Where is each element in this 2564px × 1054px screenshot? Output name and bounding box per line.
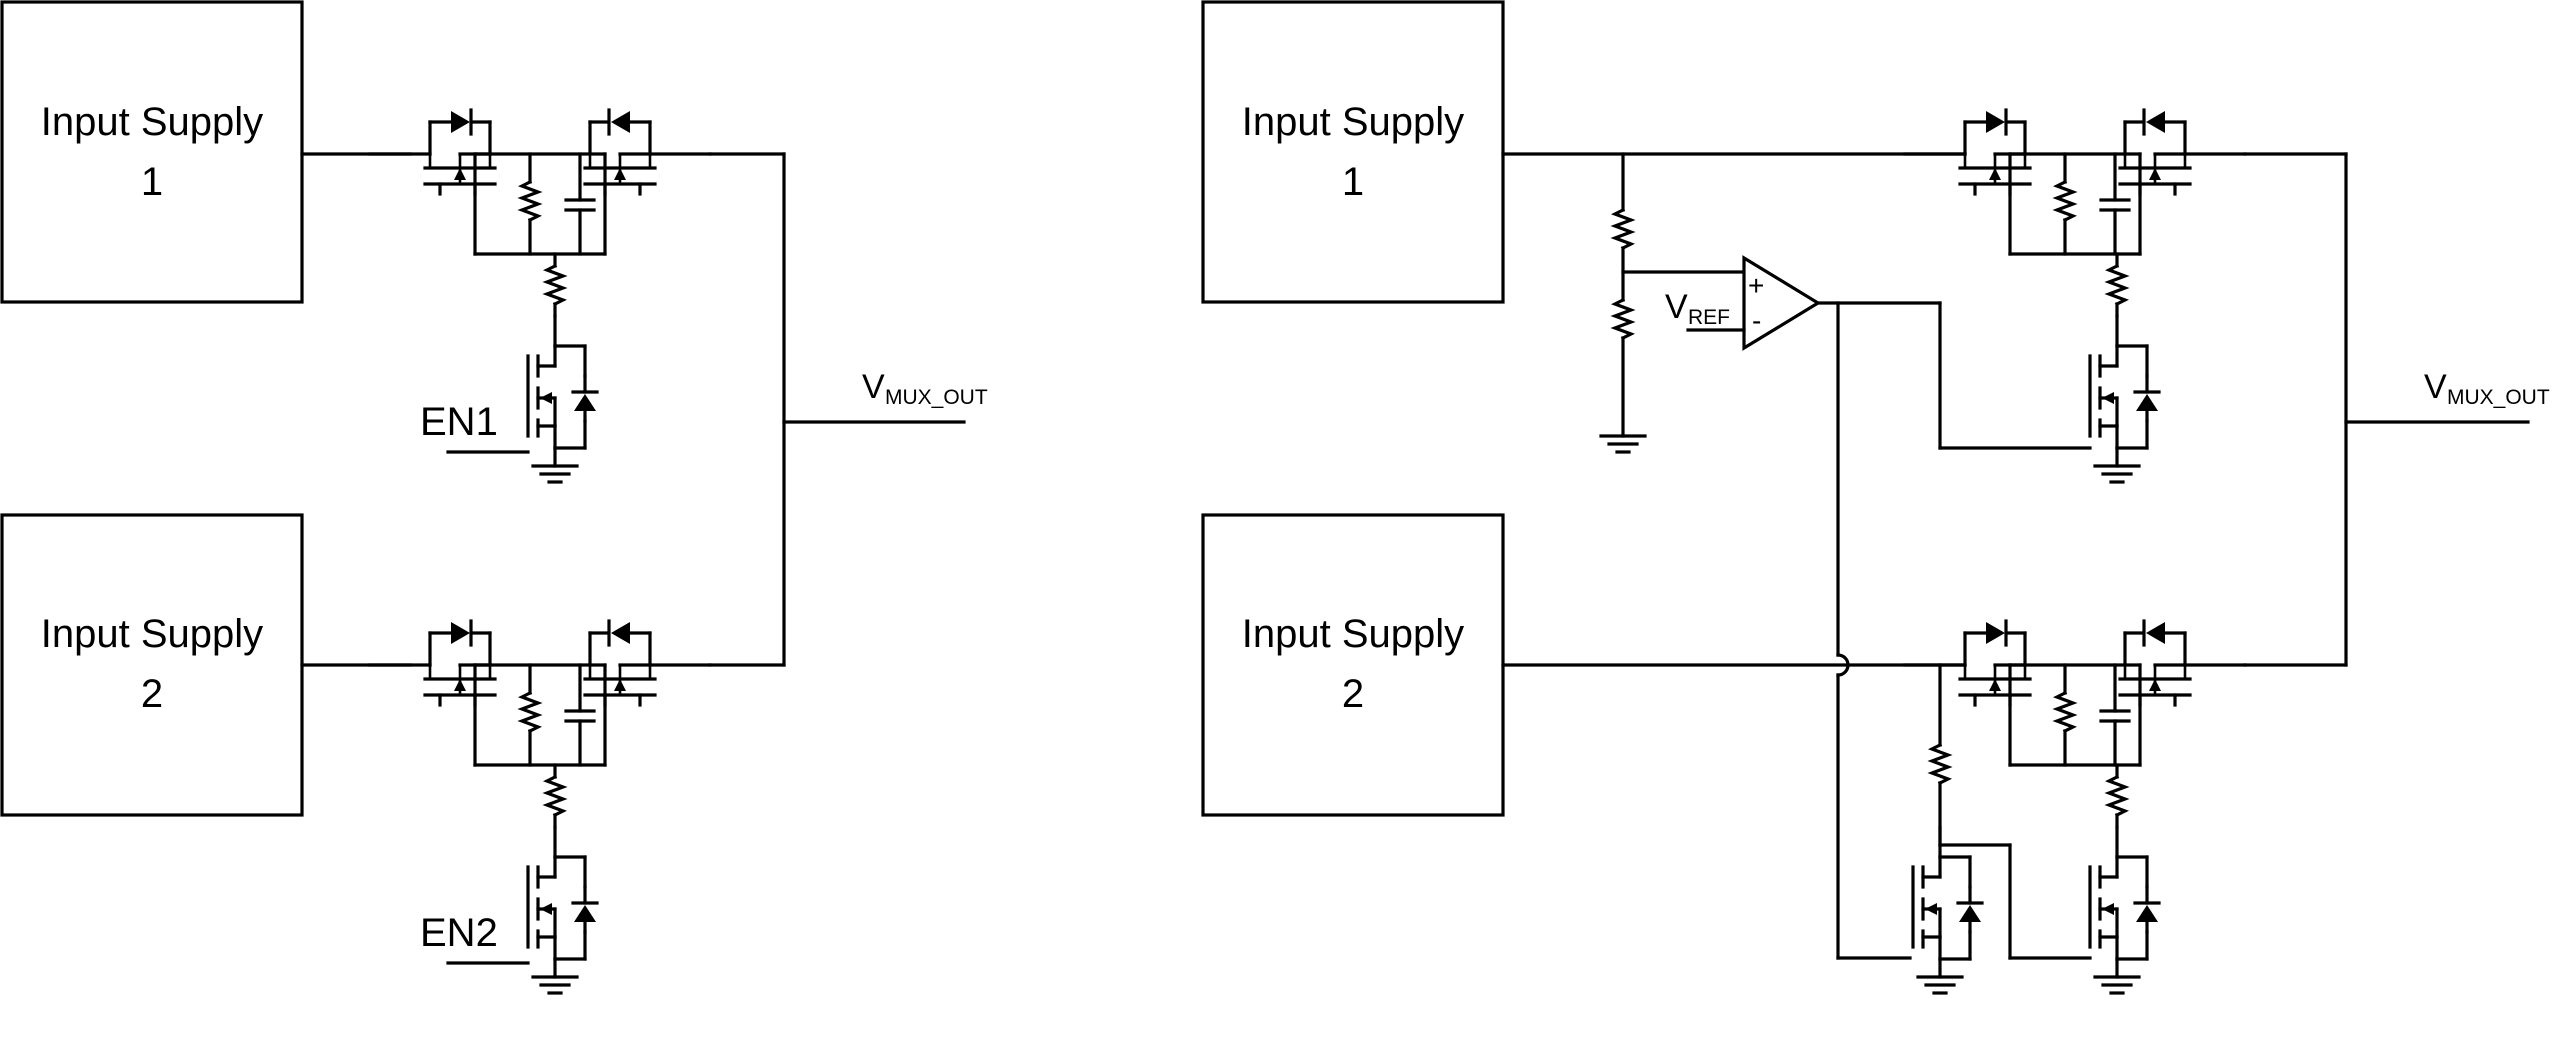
vmux-out-left-subscript: MUX_OUT — [885, 386, 988, 409]
vref-label: V — [1665, 288, 1688, 326]
comparator-minus: - — [1752, 305, 1761, 336]
input-supply-1-number-right: 1 — [1342, 160, 1364, 204]
right-circuit: Input Supply 1 Input Supply 2 + - V REF — [1201, 0, 2550, 995]
input-supply-1-box — [0, 0, 304, 304]
switch-pair-1-right — [1903, 108, 2247, 256]
input-supply-1-box-right — [1201, 0, 1505, 304]
vmux-out-right-label: V — [2424, 368, 2447, 406]
vmux-out-left-label: V — [862, 368, 885, 406]
enable-fet-2 — [526, 825, 599, 995]
switch-pair-1 — [368, 108, 712, 256]
en2-label: EN2 — [420, 911, 498, 955]
input-supply-2-label: Input Supply — [41, 612, 263, 656]
input-supply-2-number: 2 — [141, 672, 163, 716]
input-supply-2-number-right: 2 — [1342, 672, 1364, 716]
en1-label: EN1 — [420, 400, 498, 444]
inverter-fet — [1911, 825, 1984, 995]
input-supply-2-box — [0, 513, 304, 817]
vref-subscript: REF — [1688, 306, 1730, 329]
control-fet-2-right — [2088, 825, 2161, 995]
input-supply-2-label-right: Input Supply — [1242, 612, 1464, 656]
input-supply-2-box-right — [1201, 513, 1505, 817]
input-supply-1-label: Input Supply — [41, 100, 263, 144]
comparator-plus: + — [1748, 270, 1764, 301]
left-circuit: Input Supply 1 Input Supply 2 EN1 EN2 V … — [0, 0, 988, 995]
switch-pair-2 — [368, 619, 712, 767]
switch-pair-2-right — [1903, 619, 2247, 767]
comparator — [1742, 255, 1822, 351]
enable-fet-1 — [526, 314, 599, 484]
vmux-out-right-subscript: MUX_OUT — [2447, 386, 2550, 409]
input-supply-1-number: 1 — [141, 160, 163, 204]
input-supply-1-label-right: Input Supply — [1242, 100, 1464, 144]
control-fet-1-right — [2088, 314, 2161, 484]
